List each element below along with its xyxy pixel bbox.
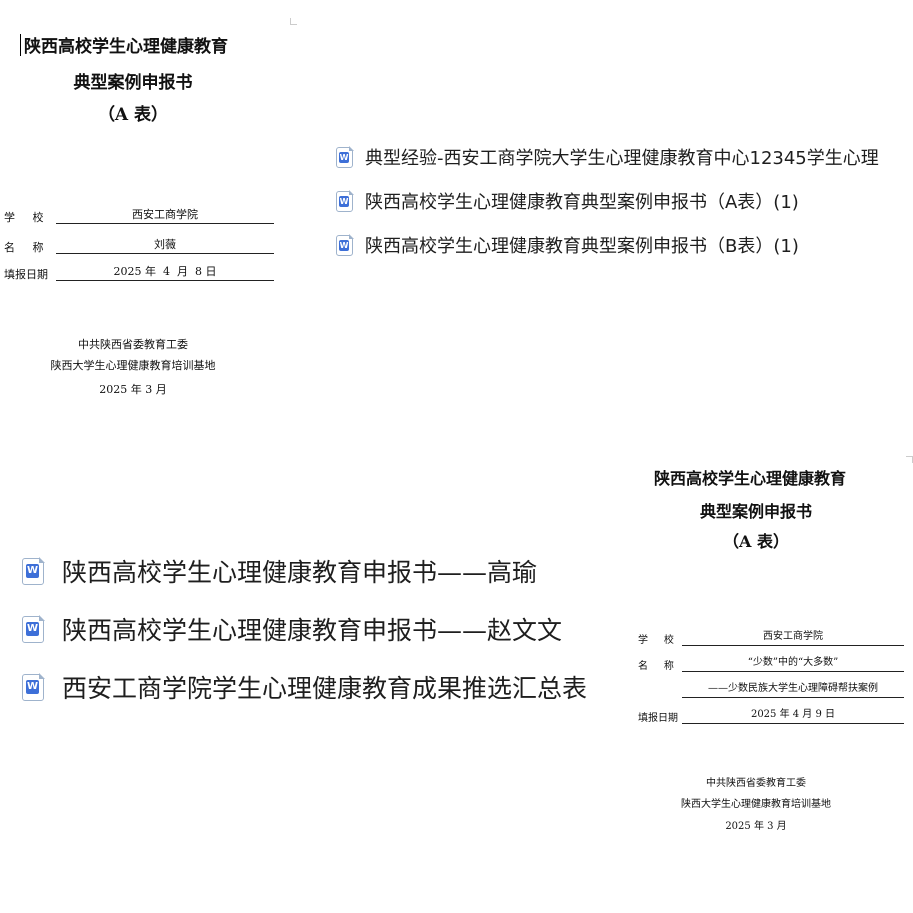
field-value: “少数”中的“大多数” (682, 657, 904, 672)
word-doc-icon: W (22, 673, 45, 701)
file-item[interactable]: W 陕西高校学生心理健康教育典型案例申报书（B表）(1) (336, 230, 913, 260)
file-name: 陕西高校学生心理健康教育申报书——赵文文 (62, 616, 563, 645)
org-line2: 陕西大学生心理健康教育培训基地 (50, 359, 216, 372)
file-list-bottom: W 陕西高校学生心理健康教育申报书——高瑜 W 陕西高校学生心理健康教育申报书—… (22, 551, 612, 707)
file-name: 陕西高校学生心理健康教育典型案例申报书（B表）(1) (365, 236, 799, 257)
org-date: 2025 年 3 月 (99, 383, 167, 396)
file-name: 典型经验-西安工商学院大学生心理健康教育中心12345学生心理 (365, 148, 879, 169)
cover-title-line2: 典型案例申报书 (73, 73, 193, 93)
field-value: 西安工商学院 (682, 631, 904, 646)
org-line2: 陕西大学生心理健康教育培训基地 (681, 799, 831, 810)
cover-title-line3: （A 表） (97, 105, 169, 125)
field-label: 学 校 (4, 211, 44, 224)
field-value: 刘薇 (56, 239, 274, 254)
field-label: 填报日期 (4, 268, 48, 281)
word-doc-icon: W (336, 146, 354, 168)
field-value: 2025 年 4 月 9 日 (682, 709, 904, 724)
org-line1: 中共陕西省委教育工委 (78, 338, 188, 351)
field-label: 学 校 (638, 635, 674, 646)
org-line1: 中共陕西省委教育工委 (706, 778, 806, 789)
file-list-top: W 典型经验-西安工商学院大学生心理健康教育中心12345学生心理 W 陕西高校… (336, 142, 913, 260)
page-corner-mark (906, 456, 913, 463)
file-name: 陕西高校学生心理健康教育典型案例申报书（A表）(1) (365, 192, 799, 213)
page-corner-mark (290, 18, 297, 25)
field-label: 名 称 (638, 661, 674, 672)
field-value: 西安工商学院 (56, 209, 274, 224)
file-item[interactable]: W 陕西高校学生心理健康教育典型案例申报书（A表）(1) (336, 186, 913, 216)
file-item[interactable]: W 西安工商学院学生心理健康教育成果推选汇总表 (22, 667, 612, 707)
file-item[interactable]: W 陕西高校学生心理健康教育申报书——高瑜 (22, 551, 612, 591)
cover-title-line2: 典型案例申报书 (699, 502, 812, 521)
org-date: 2025 年 3 月 (725, 821, 787, 832)
field-label: 填报日期 (638, 713, 678, 724)
word-doc-icon: W (22, 615, 45, 643)
field-value: ——少数民族大学生心理障碍帮扶案例 (682, 683, 904, 698)
word-doc-icon: W (336, 234, 354, 256)
cover-title-line3: （A 表） (723, 532, 789, 551)
file-item[interactable]: W 陕西高校学生心理健康教育申报书——赵文文 (22, 609, 612, 649)
field-label: 名 称 (4, 241, 44, 254)
file-item[interactable]: W 典型经验-西安工商学院大学生心理健康教育中心12345学生心理 (336, 142, 913, 172)
file-name: 西安工商学院学生心理健康教育成果推选汇总表 (62, 674, 588, 703)
cover-title-line1: 陕西高校学生心理健康教育 (654, 469, 847, 488)
word-doc-icon: W (336, 190, 354, 212)
word-doc-icon: W (22, 557, 45, 585)
file-name: 陕西高校学生心理健康教育申报书——高瑜 (62, 558, 538, 587)
field-value: 2025 年 4 月 8 日 (56, 266, 274, 281)
cover-title-line1: 陕西高校学生心理健康教育 (24, 37, 228, 57)
text-cursor (20, 34, 21, 56)
